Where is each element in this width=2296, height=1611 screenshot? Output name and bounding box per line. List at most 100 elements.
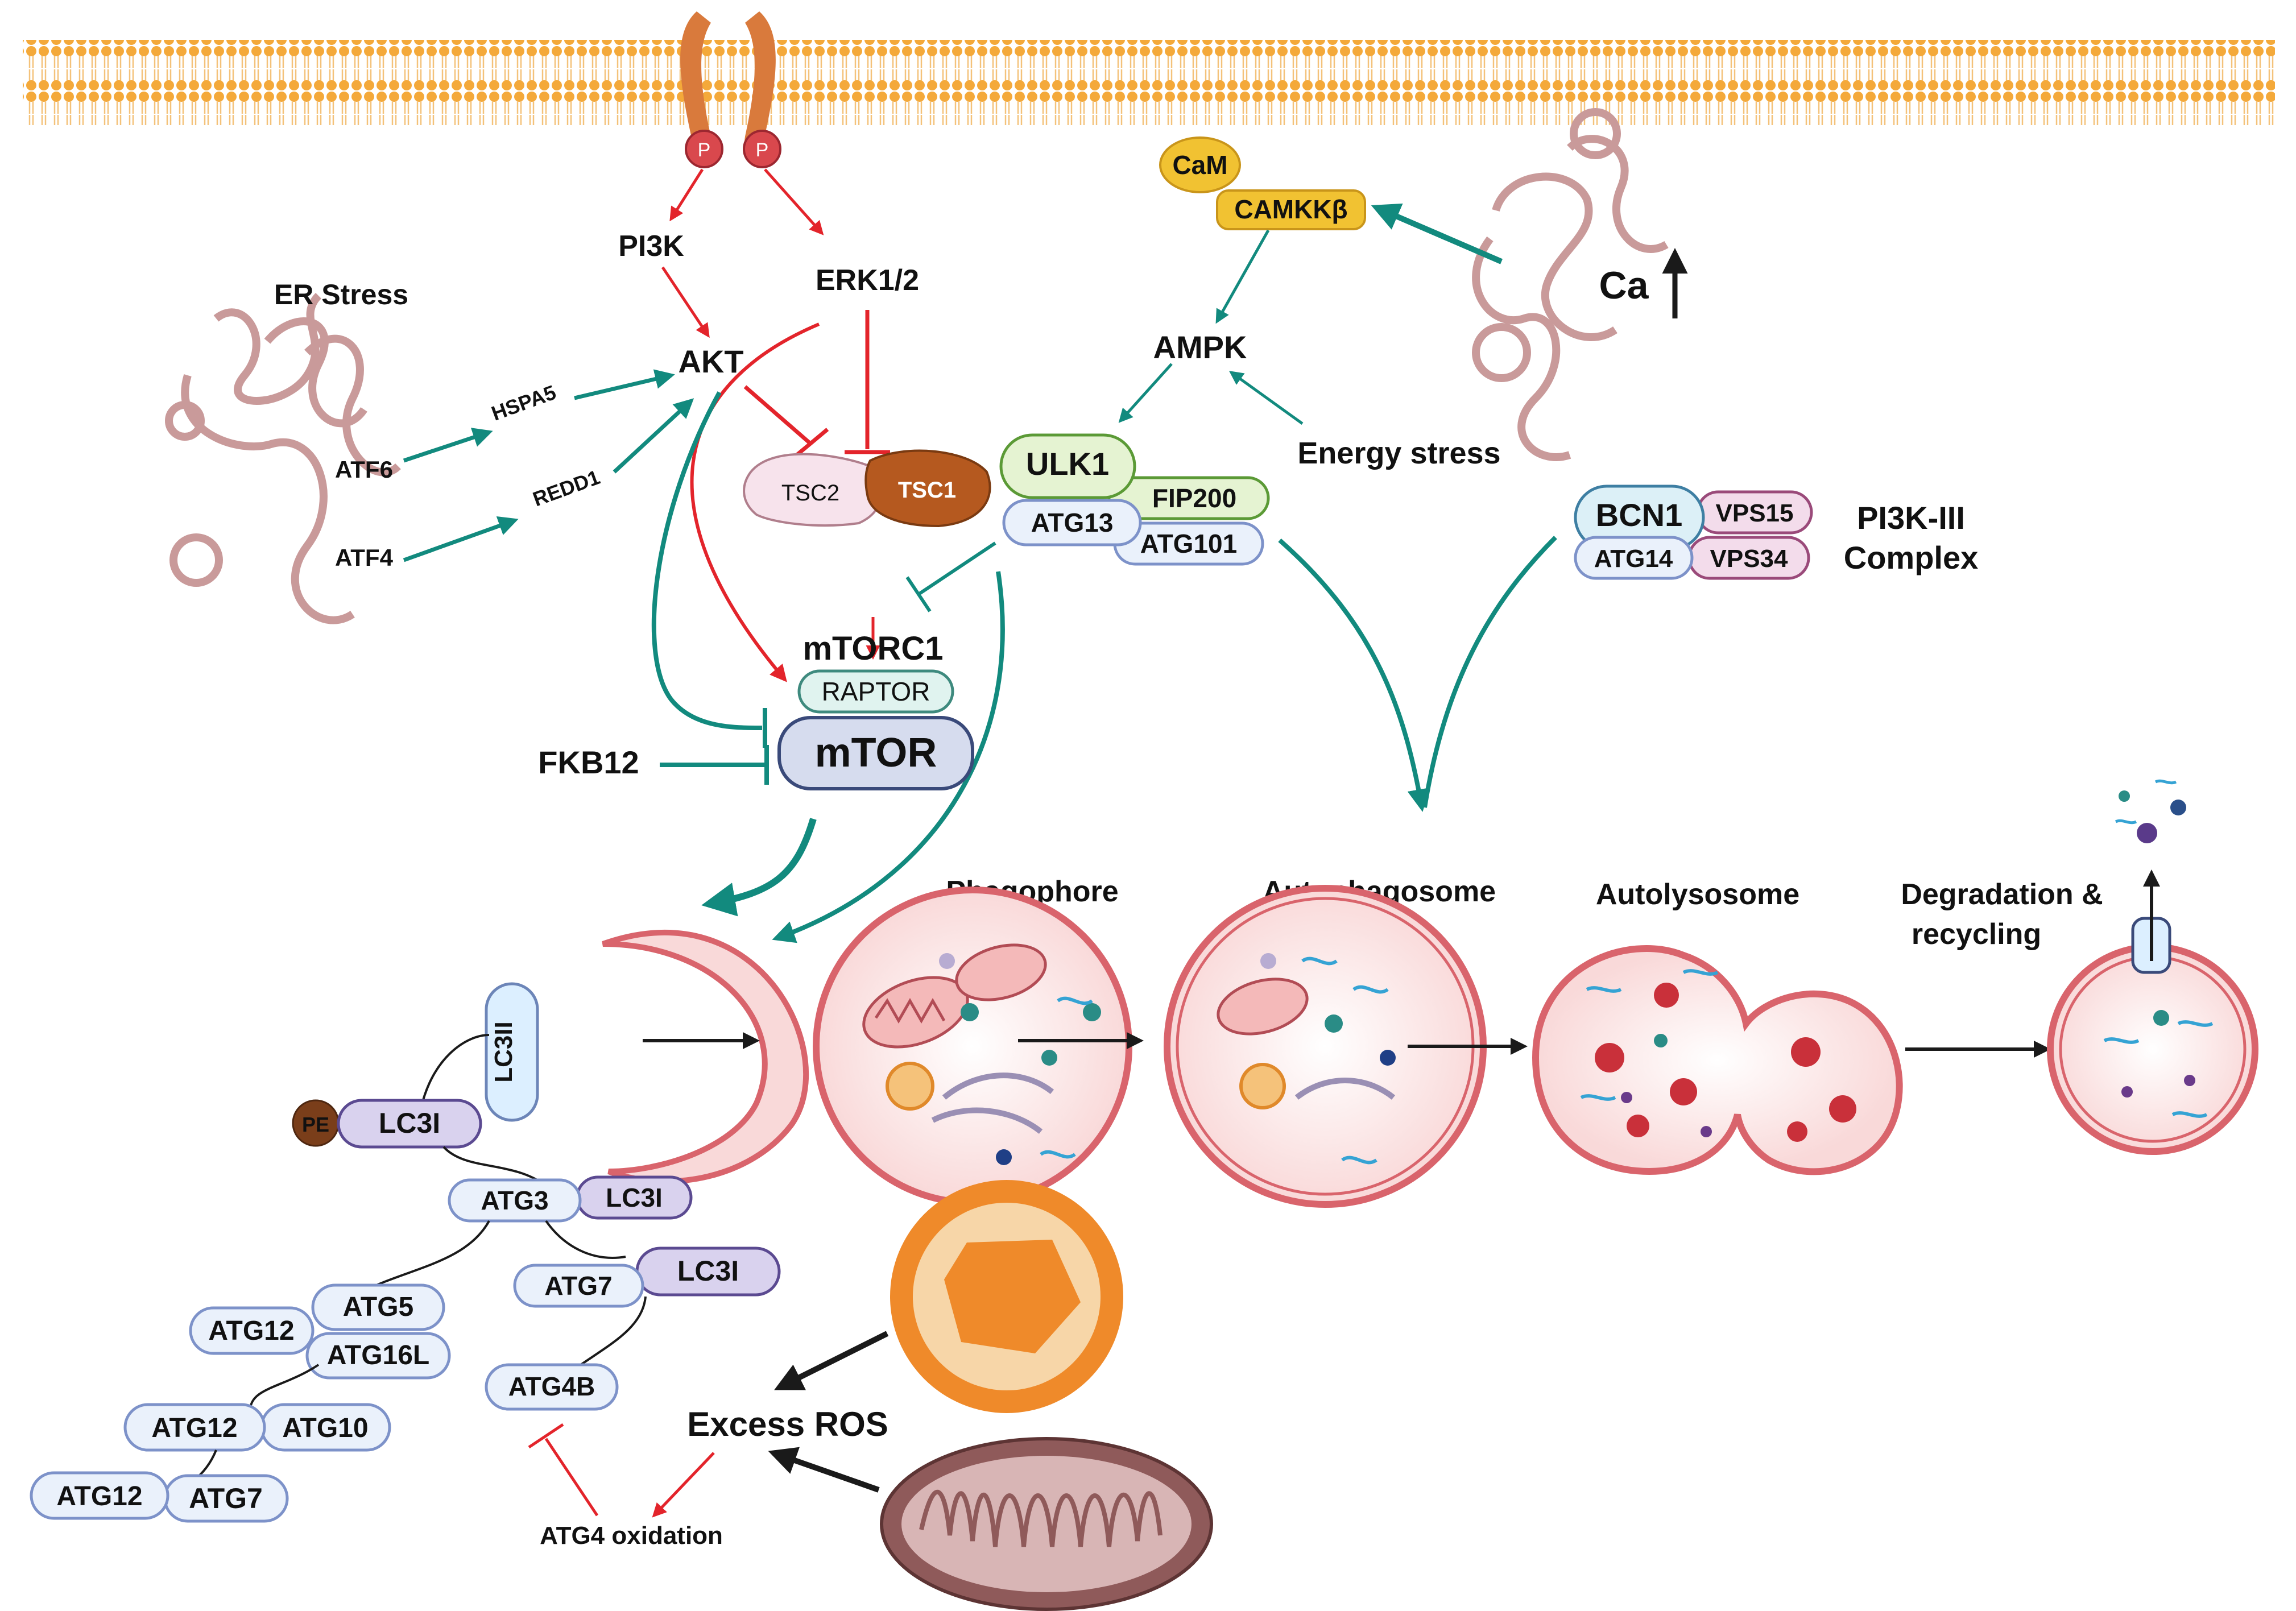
raptor-pill [797,669,954,714]
cam-label: CaM [1172,150,1227,180]
ulk1-complex: FIP200 ULK1 ATG101 ATG13 [999,433,1270,566]
erk-label: ERK1/2 [816,264,919,297]
phospho-label-left: P [698,139,711,161]
atg3-to-atg5-link [363,1220,490,1292]
autolysosome-vesicle [1532,945,1903,1175]
atg5-to-atg10-link [249,1364,320,1411]
atf4-label: ATF4 [335,544,394,571]
atg5-label: ATG5 [343,1292,413,1322]
tsc-complex: TSC2 TSC1 [743,449,991,528]
tsc2-shape [743,453,882,527]
atg3-label: ATG3 [481,1186,548,1215]
cam-camkk-complex: CAMKKβ CaM [1159,136,1366,230]
energy-stress-label: Energy stress [1297,436,1500,470]
akt-label: AKT [678,343,743,379]
atf6-label: ATF6 [335,456,393,483]
er-stress-title: ER Stress [274,279,408,310]
ampk-label: AMPK [1153,329,1247,365]
redd1-label: REDD1 [529,465,603,511]
lc3ii-label: LC3II [490,1021,518,1083]
atg4-oxidation-bar [528,1423,564,1449]
pi3k3-label-line2: Complex [1844,540,1979,575]
phospho-circle-right [743,130,781,168]
atg4-oxidation-label: ATG4 oxidation [540,1522,723,1550]
ros-to-atg4-oxidation-arrow [652,1452,715,1518]
lc3i-label-a: LC3I [379,1107,440,1139]
forming-phagophore [602,929,809,1185]
atg4b-pill [485,1363,619,1411]
pi3k3-label-line1: PI3K-III [1857,500,1965,536]
atg7-pill-a [513,1264,644,1308]
atg10-label: ATG10 [282,1413,368,1443]
atg12-label-c: ATG12 [56,1481,142,1511]
atg13-pill [1002,499,1142,546]
camkk-pill [1216,189,1366,230]
lc3ii-pill [485,982,539,1122]
fkb12-label: FKB12 [538,744,639,780]
raptor-label: RAPTOR [822,677,930,706]
mtorc1-label: mTORC1 [802,630,943,667]
mtor-to-phagophore-arrow [701,818,817,917]
ulk-to-phagophore-arrow [772,571,1005,943]
phagophore-vesicle [813,887,1132,1206]
atg4b-label: ATG4B [508,1372,595,1401]
phospho-circle-left [685,130,723,168]
phospho-label-right: P [756,139,769,161]
lysosome-recycling [2047,779,2258,1155]
ulk-to-autophagy-arrow [1278,539,1430,812]
cam-pill [1159,136,1241,193]
cell-membrane [23,40,2275,125]
vps34-label: VPS34 [1710,545,1789,573]
atg12-label-b: ATG12 [151,1413,237,1443]
atg7-to-atg4b-link [568,1296,647,1374]
tsc1-shape [864,449,991,528]
mitochondrion-organelle [880,1437,1213,1611]
ampk-teal-arrows [1118,203,1503,425]
excess-ros-label: Excess ROS [687,1405,888,1443]
degradation-label-line2: recycling [1912,918,2041,951]
autolysosome-label: Autolysosome [1596,878,1799,911]
autophagosome-vesicle [1164,885,1487,1208]
red-inhibition-lines [743,310,890,459]
atg7-label-b: ATG7 [189,1482,263,1514]
atg12-label-a: ATG12 [208,1316,294,1346]
hspa5-label: HSPA5 [489,380,559,425]
atg3-pill [448,1178,582,1223]
bcn1-label: BCN1 [1596,497,1682,533]
atg4-oxidation-inhibition [544,1438,599,1517]
lc3i-label-c: LC3I [677,1255,739,1287]
lc3i-pill-a [337,1099,482,1149]
vps15-label: VPS15 [1716,499,1794,527]
atg12-pill-b [123,1403,266,1452]
ros-black-arrows [768,1331,889,1493]
ulk-mtorc1-bar [905,576,932,612]
atg5-pill [311,1283,445,1331]
camkk-label: CAMKKβ [1234,194,1347,224]
akt-to-mtor-inhibition [651,391,763,730]
peroxisome-organelle [890,1180,1123,1413]
tsc2-label: TSC2 [781,481,839,506]
lc3i-label-b: LC3I [606,1183,663,1212]
endoplasmic-reticulum [165,293,401,624]
pi3k3-to-autophagy-arrow [1422,536,1557,808]
receptor: P P [680,11,781,168]
atg12-pill-a [189,1306,315,1355]
atg7-label-a: ATG7 [544,1271,612,1301]
calcium-label: Ca [1599,264,1649,307]
atg3-to-atg7-link [545,1220,626,1259]
ulk-to-mtorc1-inhibition [917,541,996,596]
atg12-pill-c [30,1471,169,1520]
lc3i-to-atg3-link [442,1146,547,1187]
atg14-pill [1574,536,1694,580]
atg101-label: ATG101 [1140,529,1237,558]
mtor-label: mTOR [815,730,937,776]
atg14-label: ATG14 [1594,545,1673,573]
atg13-label: ATG13 [1031,508,1114,537]
erk-to-mtorc1-arrow [690,322,820,682]
pi3k-label: PI3K [618,230,684,263]
lc3i-to-lc3ii-link [420,1034,490,1109]
atg16l-pill [305,1332,451,1380]
red-activation-arrows [661,168,880,660]
er-arrows [403,369,694,562]
